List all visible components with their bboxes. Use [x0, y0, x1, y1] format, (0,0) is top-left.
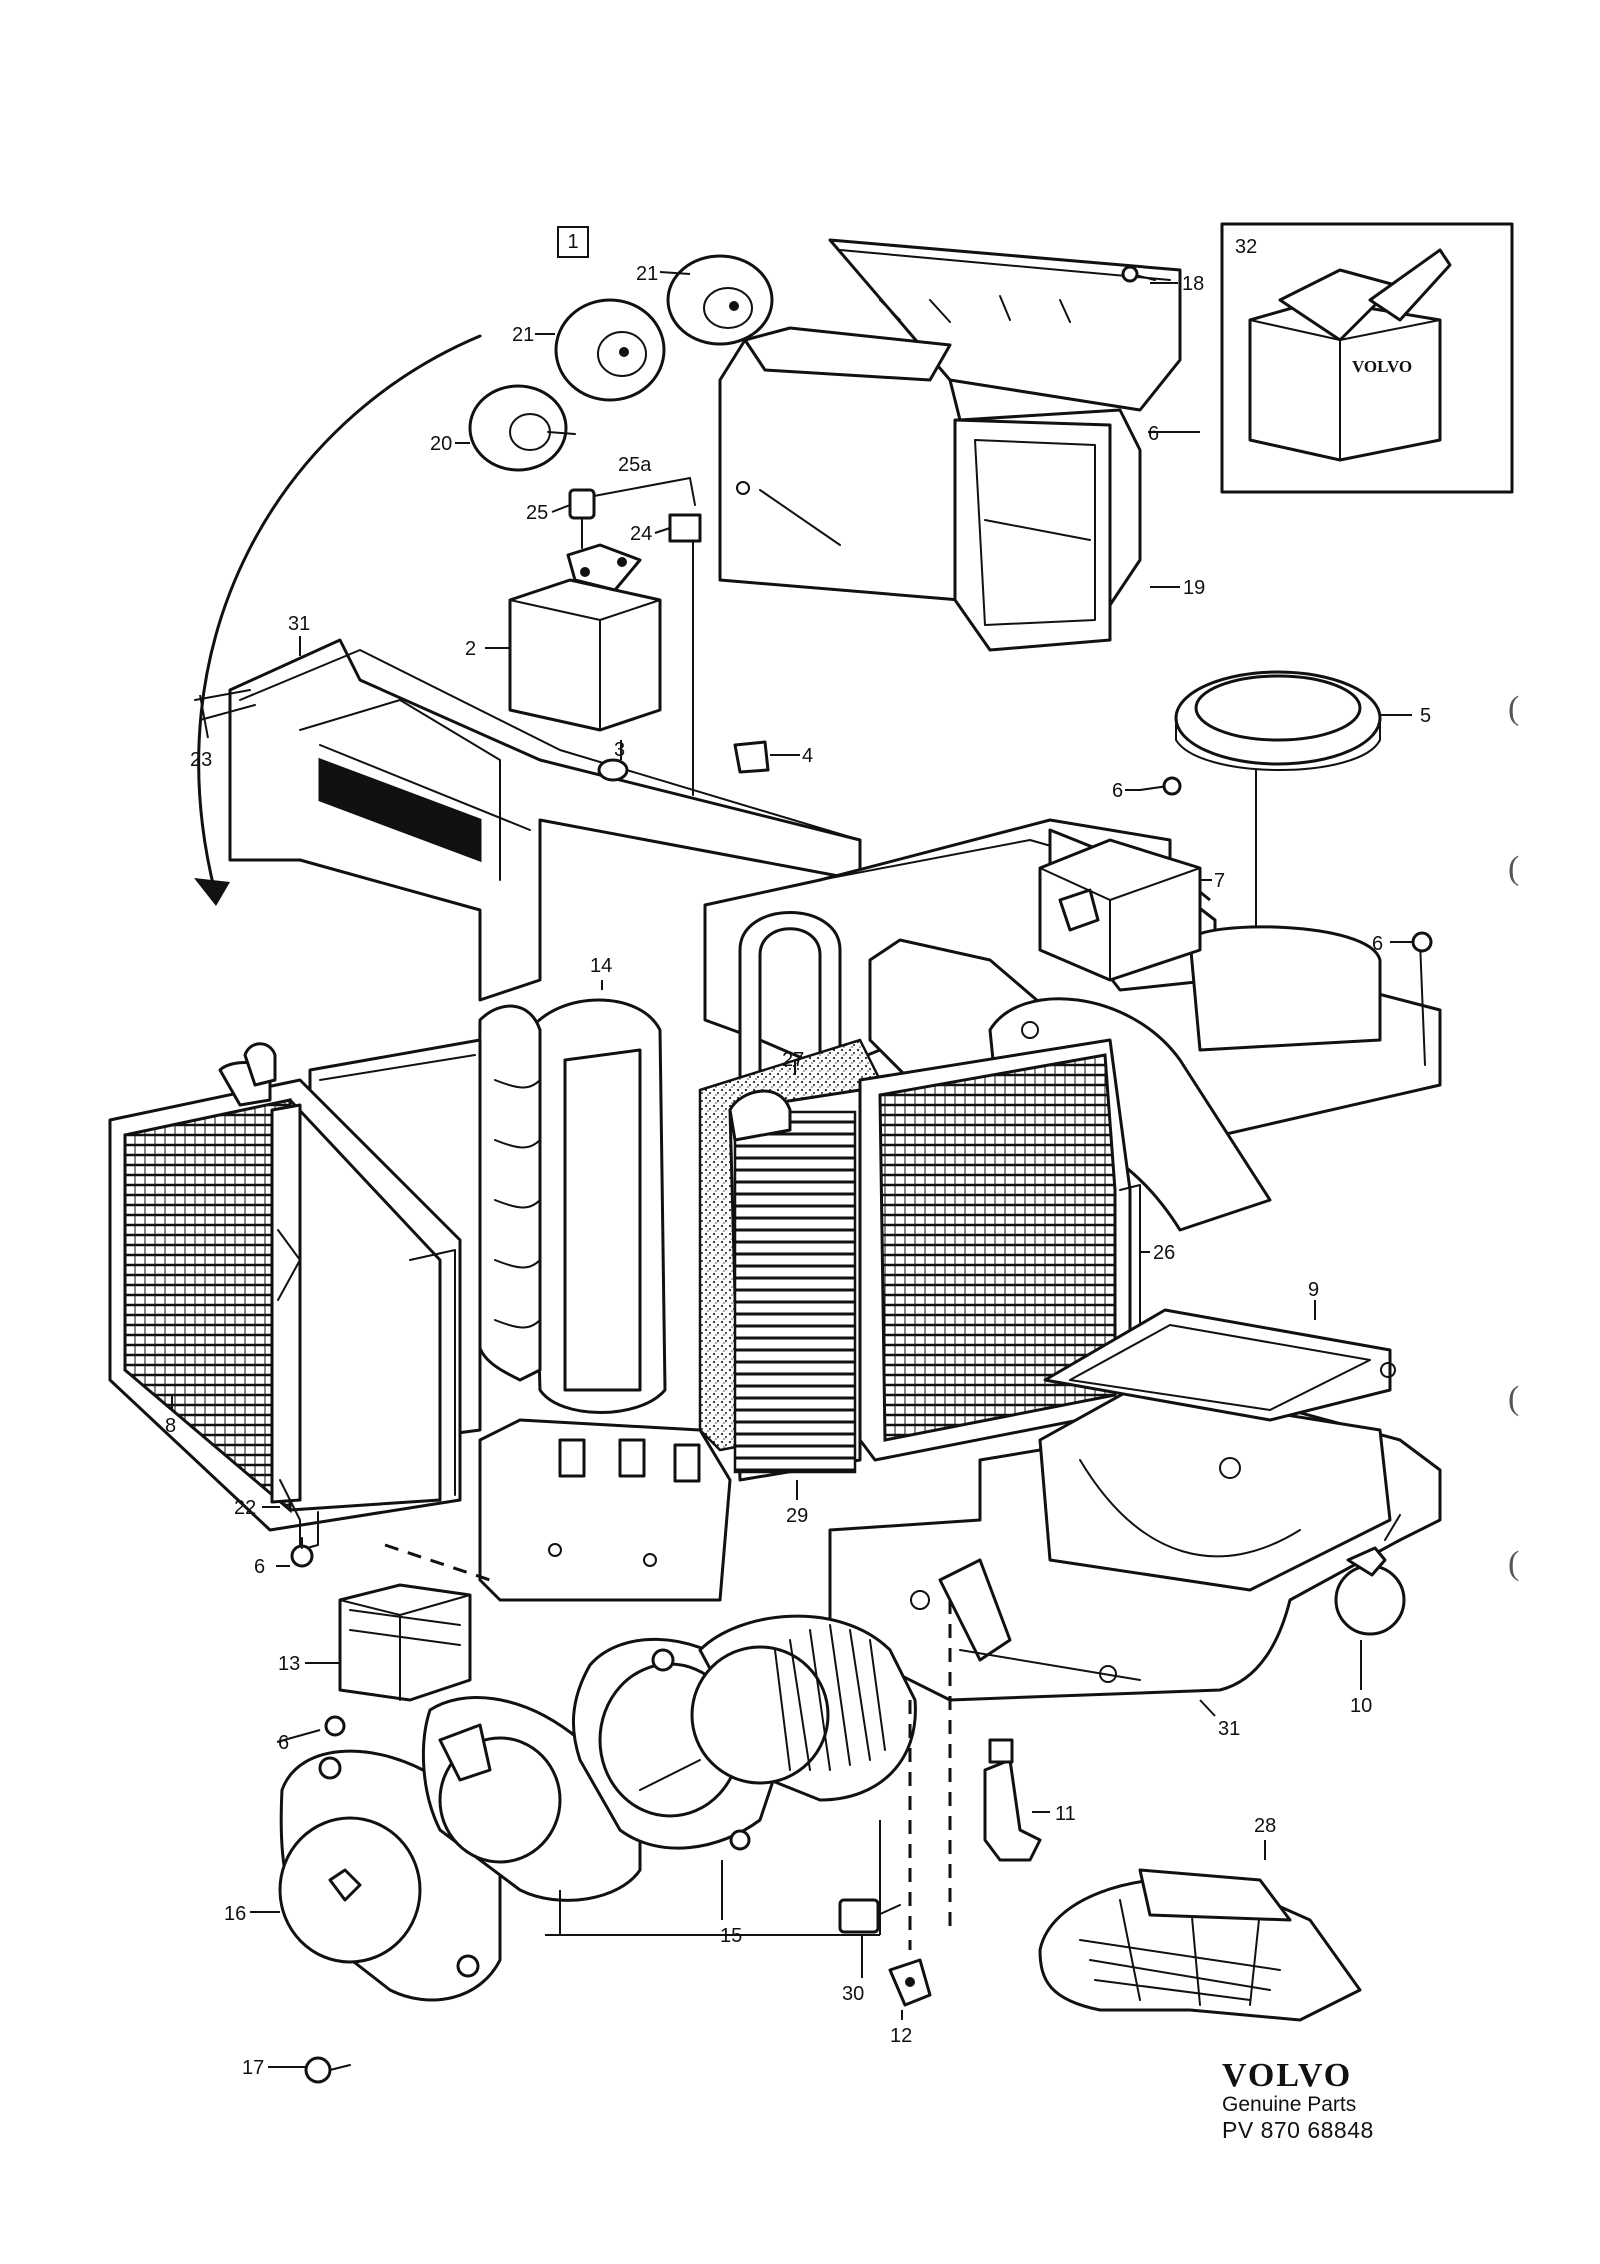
catalog-number: PV 870 68848 — [1222, 2117, 1374, 2143]
callout-14: 14 — [590, 955, 612, 977]
volvo-logo: VOLVO — [1222, 2057, 1353, 2094]
callout-13: 13 — [278, 1653, 300, 1675]
heater-core-8 — [108, 1042, 462, 1532]
sensor-11 — [983, 1738, 1042, 1862]
callout-32: 32 — [1235, 236, 1257, 258]
callout-20: 20 — [430, 433, 452, 455]
callout-labels: 21 21 20 25a 25 24 18 6 19 32 31 2 23 3 … — [165, 236, 1431, 2079]
margin-mark-1: ( — [1508, 690, 1520, 727]
assembly-arrow-head — [194, 878, 230, 906]
callout-17: 17 — [242, 2057, 264, 2079]
callout-7: 7 — [1214, 870, 1225, 892]
callout-8: 8 — [165, 1415, 176, 1437]
callout-12: 12 — [890, 2025, 912, 2047]
callout-18: 18 — [1182, 273, 1204, 295]
callout-10: 10 — [1350, 1695, 1372, 1717]
callout-6-mid: 6 — [1112, 780, 1123, 802]
floor-vent-28 — [1038, 1868, 1362, 2022]
callout-5: 5 — [1420, 705, 1431, 727]
blower-housing-lower-31 — [828, 1378, 1442, 1702]
vacuum-actuator-21-lower — [554, 298, 666, 402]
connector-30 — [838, 1898, 901, 1934]
margin-mark-3: ( — [1508, 1380, 1520, 1417]
switch-25 — [568, 488, 596, 549]
callout-6-upper: 6 — [1148, 423, 1159, 445]
callout-21-upper: 21 — [636, 263, 658, 285]
callout-26: 26 — [1153, 1242, 1175, 1264]
callout-21-lower: 21 — [512, 324, 534, 346]
clip-4 — [733, 740, 770, 774]
callout-6-lower: 6 — [278, 1732, 289, 1754]
upper-distribution-housing-19 — [718, 238, 1182, 652]
screw-6-b — [1394, 931, 1433, 1066]
callout-29: 29 — [786, 1505, 808, 1527]
callout-31-lower: 31 — [1218, 1718, 1240, 1740]
control-unit-2 — [508, 543, 662, 732]
assembly-arrow — [197, 334, 482, 898]
grommet-3 — [597, 758, 629, 782]
vacuum-actuator-20 — [468, 384, 576, 472]
callout-30: 30 — [842, 1983, 864, 2005]
margin-mark-4: ( — [1508, 1545, 1520, 1582]
callout-19: 19 — [1183, 577, 1205, 599]
callout-23: 23 — [190, 749, 212, 771]
lower-duct-plate — [478, 1418, 732, 1602]
callout-31-upper: 31 — [288, 613, 310, 635]
heater-tank-14 — [476, 998, 667, 1414]
kit-box-brand: VOLVO — [1352, 357, 1412, 376]
screw-6-a — [1139, 776, 1182, 796]
callout-6-left: 6 — [254, 1556, 265, 1578]
callout-25a: 25a — [618, 454, 652, 476]
vacuum-hose-25a — [593, 477, 696, 506]
callout-11: 11 — [1055, 1803, 1076, 1825]
screw-18 — [1121, 265, 1156, 283]
callout-2: 2 — [465, 638, 476, 660]
group-label-box: 1 — [557, 226, 589, 258]
callout-6-right: 6 — [1372, 933, 1383, 955]
air-duct-upper-31 — [194, 638, 862, 1002]
callout-16: 16 — [224, 1903, 246, 1925]
callout-4: 4 — [802, 745, 813, 767]
callout-28: 28 — [1254, 1815, 1276, 1837]
genuine-parts-label: Genuine Parts — [1222, 2093, 1357, 2116]
callout-9: 9 — [1308, 1279, 1319, 1301]
screw-6-c — [290, 1537, 314, 1568]
margin-mark-2: ( — [1508, 850, 1520, 887]
flap-9 — [1043, 1308, 1396, 1422]
resistor-pack-13 — [338, 1583, 472, 1702]
blower-fan-wheel — [639, 1614, 917, 1802]
volvo-parts-footer: VOLVO Genuine Parts PV 870 68848 — [1222, 2057, 1402, 2144]
callout-25: 25 — [526, 502, 548, 524]
callout-24: 24 — [630, 523, 652, 545]
kit-box-inset-32: VOLVO — [1220, 222, 1514, 494]
radiator-26 — [858, 1038, 1141, 1462]
callout-15: 15 — [720, 1925, 742, 1947]
screw-17 — [304, 2056, 351, 2084]
vacuum-actuator-21-upper — [666, 254, 774, 346]
callout-3: 3 — [614, 739, 625, 761]
dashed-mount-line-13 — [384, 1543, 491, 1582]
box-control-7 — [1038, 838, 1202, 982]
screw-6-d — [324, 1715, 346, 1737]
callout-22: 22 — [234, 1497, 256, 1519]
vacuum-actuator-10 — [1334, 1514, 1406, 1636]
dashed-leaders-lower — [908, 1600, 952, 1950]
leader-lines — [171, 271, 1412, 2068]
bracket-12 — [888, 1958, 932, 2007]
valve-24 — [668, 513, 702, 796]
heater-matrix-29 — [728, 1088, 862, 1482]
callout-27: 27 — [782, 1049, 804, 1071]
